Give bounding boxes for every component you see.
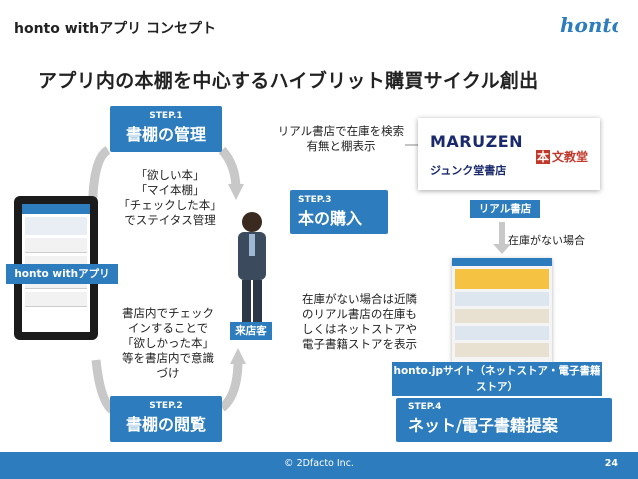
customer-tag: 来店客	[230, 322, 272, 340]
step4-title: ネット/電子書籍提案	[408, 416, 558, 435]
honto-site-screenshot	[452, 258, 552, 366]
step3-number: STEP.3	[298, 195, 332, 205]
junkudo-logo: ジュンク堂書店	[430, 164, 507, 177]
bunkyodo-mark: 本	[536, 150, 551, 164]
real-store-tag: リアル書店	[470, 200, 540, 218]
search-note-line: 有無と棚表示	[306, 139, 376, 153]
no-stock-arrow-label: 在庫がない場合	[508, 234, 585, 247]
step2-box: STEP.2 書棚の閲覧	[110, 396, 222, 442]
step1-note-line: でステイタス管理	[124, 213, 216, 227]
site-row	[455, 292, 549, 306]
app-topbar	[22, 204, 90, 214]
step1-note-line: 「マイ本棚」	[135, 183, 205, 197]
businessman-icon	[238, 212, 266, 330]
site-header-bar	[452, 258, 552, 266]
step2-note-line: 等を書店内で意識	[122, 351, 214, 365]
step1-title: 書棚の管理	[125, 125, 206, 144]
no-stock-note-line: しくはネットストアや	[302, 322, 417, 336]
step2-note-line: づけ	[156, 366, 180, 380]
footer-bar: © 2Dfacto Inc. 24	[0, 452, 638, 479]
no-stock-note-line: 電子書籍ストアを表示	[302, 337, 417, 351]
no-stock-note: 在庫がない場合は近隣 のリアル書店の在庫も しくはネットストアや 電子書籍ストア…	[302, 292, 432, 352]
step4-box: STEP.4 ネット/電子書籍提案	[396, 398, 612, 442]
app-tag: honto withアプリ	[6, 264, 118, 284]
site-row	[455, 343, 549, 357]
bunkyodo-logo: 本文教堂	[536, 148, 588, 165]
step4-number: STEP.4	[408, 402, 442, 412]
step2-note-line: インすることで	[127, 321, 209, 335]
page-number: 24	[604, 458, 618, 469]
no-stock-note-line: 在庫がない場合は近隣	[302, 292, 417, 306]
site-tag-line: ストア）	[476, 381, 518, 393]
site-tag-line: honto.jpサイト（ネットストア・電子書籍	[393, 365, 601, 377]
bunkyodo-name: 文教堂	[552, 150, 589, 164]
no-stock-note-line: のリアル書店の在庫も	[302, 307, 417, 321]
search-note: リアル書店で在庫を検索 有無と棚表示	[272, 124, 410, 154]
step1-note: 「欲しい本」 「マイ本棚」 「チェックした本」 でステイタス管理	[110, 168, 230, 228]
step2-note: 書店内でチェック インすることで 「欲しかった本」 等を書店内で意識 づけ	[110, 306, 226, 381]
step1-box: STEP.1 書棚の管理	[110, 106, 222, 152]
search-note-line: リアル書店で在庫を検索	[277, 124, 405, 138]
site-row	[455, 326, 549, 340]
step1-note-line: 「欲しい本」	[135, 168, 205, 182]
copyright-text: © 2Dfacto Inc.	[284, 458, 354, 469]
site-tag: honto.jpサイト（ネットストア・電子書籍 ストア）	[392, 362, 602, 396]
honto-logo: honto	[560, 13, 618, 37]
list-item	[25, 292, 87, 307]
store-logos-card: MARUZEN ジュンク堂書店 本文教堂	[418, 118, 600, 190]
step2-number: STEP.2	[149, 401, 183, 411]
step2-note-line: 「欲しかった本」	[122, 336, 214, 350]
page-title: アプリ内の本棚を中心するハイブリット購買サイクル創出	[38, 70, 539, 92]
list-item	[25, 238, 87, 253]
step3-title: 本の購入	[298, 209, 363, 228]
step2-title: 書棚の閲覧	[125, 415, 206, 434]
step2-note-line: 書店内でチェック	[122, 306, 214, 320]
maruzen-logo: MARUZEN	[430, 132, 524, 151]
step3-box: STEP.3 本の購入	[290, 190, 388, 234]
app-tabs	[25, 217, 87, 235]
step1-note-line: 「チェックした本」	[118, 198, 222, 212]
header-title: honto withアプリ コンセプト	[14, 21, 217, 37]
site-row	[455, 309, 549, 323]
step1-number: STEP.1	[149, 111, 183, 121]
logo-text: honto	[560, 13, 618, 37]
site-banner	[455, 269, 549, 289]
